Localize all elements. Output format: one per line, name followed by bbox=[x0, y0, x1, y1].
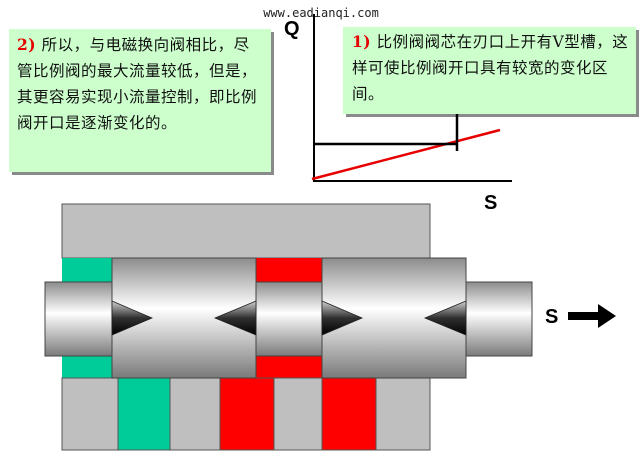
spool-shaft-left bbox=[44, 281, 113, 357]
v-groove-3 bbox=[321, 300, 364, 336]
valve-body-bottom bbox=[61, 377, 431, 451]
spool-motion-label: S bbox=[545, 306, 559, 328]
flow-curve bbox=[311, 128, 501, 181]
spool-shaft-right bbox=[465, 281, 533, 357]
watermark: www.eadianqi.com bbox=[263, 6, 379, 20]
spool-neck bbox=[255, 281, 323, 357]
note-text: 所以，与电磁换向阀相比，尽管比例阀的最大流量较低，但是，其更容易实现小流量控制，… bbox=[17, 36, 258, 132]
note-number: 2) bbox=[17, 35, 37, 54]
v-groove-1 bbox=[111, 300, 154, 336]
note-number: 1) bbox=[352, 32, 372, 51]
graph-x-axis-label: S bbox=[484, 192, 498, 214]
valve-body-top bbox=[61, 203, 431, 259]
q-s-graph bbox=[311, 14, 512, 182]
note-small-flow-control: 2) 所以，与电磁换向阀相比，尽管比例阀的最大流量较低，但是，其更容易实现小流量… bbox=[9, 29, 271, 172]
v-groove-4 bbox=[423, 300, 467, 336]
motion-arrow-icon bbox=[568, 304, 616, 328]
graph-y-axis-label: Q bbox=[284, 18, 300, 40]
note-text: 比例阀阀芯在刃口上开有V型槽，这样可使比例阀开口具有较宽的变化区间。 bbox=[352, 33, 629, 103]
note-v-groove: 1) 比例阀阀芯在刃口上开有V型槽，这样可使比例阀开口具有较宽的变化区间。 bbox=[343, 27, 636, 114]
v-groove-2 bbox=[213, 300, 257, 336]
v-grooves bbox=[111, 300, 467, 336]
